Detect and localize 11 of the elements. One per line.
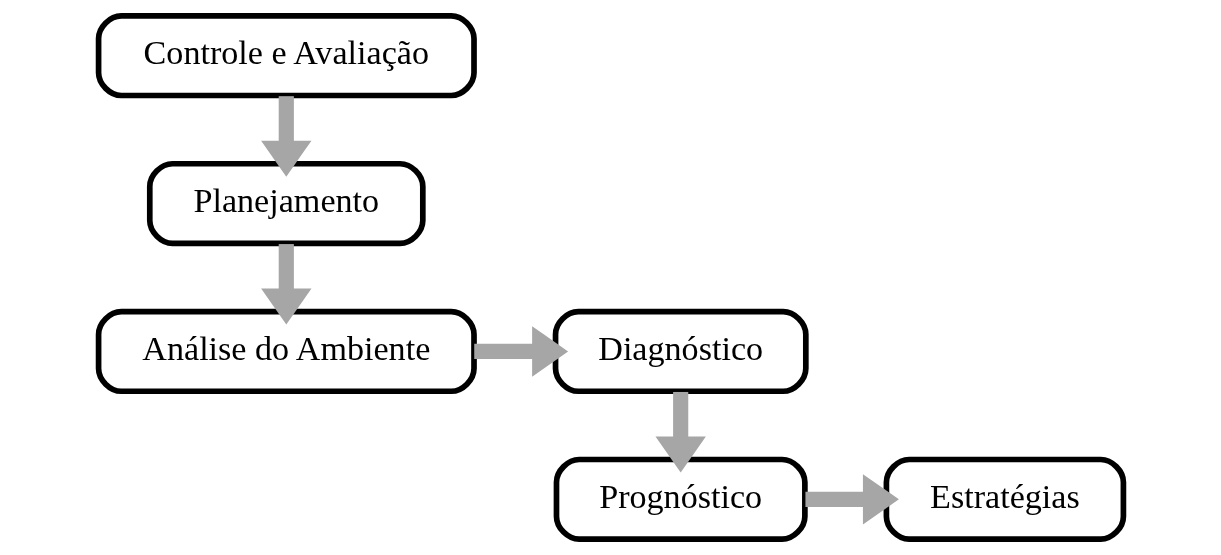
node-box: Controle e Avaliação	[95, 13, 477, 99]
arrow	[260, 96, 311, 177]
node-box: Estratégias	[883, 456, 1126, 542]
node-box: Diagnóstico	[552, 308, 809, 395]
arrow	[260, 244, 311, 325]
node-box: Planejamento	[146, 160, 426, 247]
arrow	[804, 474, 899, 525]
node-box: Análise do Ambiente	[95, 308, 477, 395]
node-box: Prognóstico	[553, 456, 808, 542]
arrow	[655, 391, 706, 473]
arrow	[473, 326, 568, 377]
